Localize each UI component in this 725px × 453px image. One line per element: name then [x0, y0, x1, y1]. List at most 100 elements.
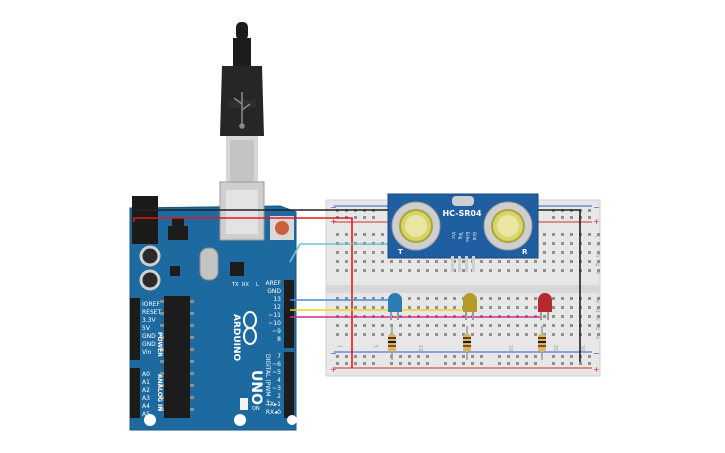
- analog-pin-a1: A1: [142, 379, 150, 386]
- header-pin-4: 4: [277, 377, 281, 384]
- breadboard-hole: [453, 362, 456, 365]
- breadboard-hole: [444, 362, 447, 365]
- model-text: UNO: [248, 370, 264, 405]
- breadboard-hole: [408, 333, 411, 336]
- breadboard-hole: [552, 324, 555, 327]
- breadboard-hole: [561, 306, 564, 309]
- breadboard-hole: [426, 306, 429, 309]
- red-led: [538, 293, 552, 320]
- row-letter-e: e: [594, 300, 600, 303]
- breadboard-hole: [381, 333, 384, 336]
- breadboard-hole: [498, 297, 501, 300]
- breadboard-hole: [417, 306, 420, 309]
- breadboard-hole: [426, 260, 429, 263]
- breadboard-hole: [363, 260, 366, 263]
- breadboard-hole: [372, 355, 375, 358]
- breadboard-hole: [417, 269, 420, 272]
- breadboard-hole: [597, 333, 600, 336]
- row-letter-f: f: [594, 272, 600, 274]
- breadboard-hole: [399, 260, 402, 263]
- breadboard-hole: [552, 242, 555, 245]
- breadboard-hole: [345, 324, 348, 327]
- column-label-1: 1: [336, 345, 342, 348]
- resistor-3: [538, 326, 546, 360]
- breadboard-hole: [345, 269, 348, 272]
- breadboard-hole: [435, 260, 438, 263]
- header-pin-13: 13: [273, 296, 281, 303]
- row-letter-c: c: [594, 318, 600, 321]
- breadboard-hole: [480, 333, 483, 336]
- breadboard-hole: [561, 242, 564, 245]
- header-pin-8: 8: [277, 336, 281, 343]
- power-pin-3v3: 3.3V: [142, 317, 157, 324]
- breadboard-hole: [534, 324, 537, 327]
- analog-pin-a3: A3: [142, 395, 150, 402]
- rail-minus-bottom-left: −: [330, 349, 337, 358]
- breadboard-hole: [588, 355, 591, 358]
- breadboard-hole: [390, 362, 393, 365]
- breadboard-hole: [453, 297, 456, 300]
- resistor-2: [463, 326, 471, 360]
- ultrasonic-sensor: HC-SR04 T R Vcc Trig Echo Gnd: [387, 193, 539, 272]
- breadboard-hole: [552, 251, 555, 254]
- breadboard-hole: [480, 355, 483, 358]
- breadboard-hole: [570, 297, 573, 300]
- breadboard-hole: [417, 362, 420, 365]
- breadboard-hole: [498, 260, 501, 263]
- breadboard-hole: [426, 333, 429, 336]
- breadboard-hole: [372, 333, 375, 336]
- row-letter-b: b: [594, 327, 600, 330]
- yellow-led: [463, 293, 477, 320]
- breadboard-hole: [480, 362, 483, 365]
- breadboard-hole: [570, 269, 573, 272]
- breadboard-hole: [372, 324, 375, 327]
- breadboard-hole: [471, 362, 474, 365]
- capacitor-1: [139, 245, 161, 267]
- breadboard-hole: [534, 260, 537, 263]
- receiver-mark: R: [522, 248, 528, 256]
- breadboard-hole: [372, 269, 375, 272]
- breadboard-hole: [570, 362, 573, 365]
- receiver: [483, 201, 533, 251]
- on-label: ON: [252, 406, 260, 412]
- breadboard-hole: [480, 306, 483, 309]
- breadboard-hole: [597, 242, 600, 245]
- row-letter-a: a: [594, 336, 600, 339]
- breadboard-hole: [597, 324, 600, 327]
- breadboard-hole: [372, 306, 375, 309]
- breadboard-hole: [570, 333, 573, 336]
- breadboard-hole: [588, 306, 591, 309]
- rail-plus-bottom-left: +: [330, 365, 337, 374]
- breadboard-hole: [489, 260, 492, 263]
- breadboard-hole: [561, 324, 564, 327]
- breadboard-hole: [363, 306, 366, 309]
- breadboard-hole: [399, 269, 402, 272]
- reset-button[interactable]: [275, 221, 289, 235]
- breadboard-hole: [399, 333, 402, 336]
- breadboard-hole: [588, 269, 591, 272]
- breadboard-hole: [534, 269, 537, 272]
- breadboard-hole: [552, 260, 555, 263]
- breadboard-hole: [426, 362, 429, 365]
- breadboard-hole: [372, 251, 375, 254]
- breadboard-hole: [516, 333, 519, 336]
- breadboard-hole: [435, 269, 438, 272]
- breadboard-hole: [354, 362, 357, 365]
- breadboard-hole: [516, 306, 519, 309]
- power-pin-gnd-2: GND: [142, 341, 156, 348]
- breadboard-hole: [462, 324, 465, 327]
- breadboard-hole: [354, 355, 357, 358]
- rail-plus-bottom-right: +: [593, 365, 600, 374]
- breadboard-hole: [363, 251, 366, 254]
- breadboard-hole: [462, 333, 465, 336]
- breadboard-hole: [588, 324, 591, 327]
- breadboard-hole: [336, 233, 339, 236]
- breadboard-hole: [561, 362, 564, 365]
- column-label-20: 20: [507, 345, 513, 351]
- header-pin-11: ~11: [268, 312, 281, 319]
- breadboard-hole: [543, 324, 546, 327]
- breadboard-hole: [426, 297, 429, 300]
- breadboard-hole: [552, 355, 555, 358]
- sensor-pin-gnd: Gnd: [472, 232, 477, 241]
- breadboard-hole: [588, 233, 591, 236]
